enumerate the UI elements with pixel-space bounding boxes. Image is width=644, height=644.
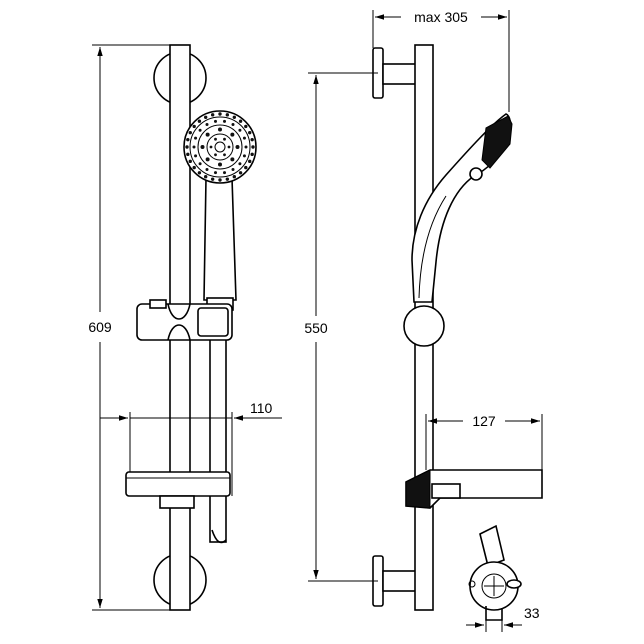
spray-nozzle <box>210 113 215 117</box>
spray-nozzle <box>213 171 217 175</box>
spray-nozzle <box>203 115 208 119</box>
spray-nozzle <box>218 112 222 116</box>
spray-nozzle <box>238 119 243 123</box>
spray-nozzle <box>203 175 208 179</box>
dimension-550: 550 <box>304 72 378 582</box>
slider-holder <box>136 299 233 341</box>
dimension-33: 33 <box>466 605 540 632</box>
spray-nozzle <box>197 119 202 123</box>
hand-shower-head <box>183 110 257 184</box>
spray-nozzle <box>213 119 217 123</box>
spray-nozzle <box>198 162 202 166</box>
spray-nozzle <box>250 137 254 142</box>
dimension-127-label: 127 <box>472 413 496 429</box>
spray-nozzle <box>210 177 215 181</box>
spray-nozzle <box>218 178 222 182</box>
spray-nozzle <box>225 177 230 181</box>
spray-nozzle <box>248 159 252 164</box>
side-bottom-wall-mount <box>372 555 420 607</box>
spray-nozzle <box>235 145 240 149</box>
dimension-609: 609 <box>88 44 190 611</box>
side-top-wall-mount <box>372 47 420 99</box>
soap-shelf <box>125 471 231 509</box>
spray-nozzle <box>205 157 210 162</box>
spray-nozzle <box>244 145 248 149</box>
spray-nozzle <box>230 157 235 162</box>
dimension-110-label: 110 <box>250 400 273 416</box>
spray-nozzle <box>251 145 255 149</box>
spray-nozzle <box>186 137 190 142</box>
spray-nozzle <box>242 154 246 158</box>
spray-nozzle <box>192 145 196 149</box>
side-holder-knob <box>403 305 445 347</box>
spray-nozzle <box>244 165 248 170</box>
spray-nozzle <box>218 127 222 132</box>
spray-nozzle <box>244 124 248 129</box>
spray-nozzle <box>250 152 254 157</box>
spray-nozzle <box>231 122 235 126</box>
dimension-127: 127 <box>425 413 543 470</box>
spray-nozzle <box>238 171 243 175</box>
hand-shower-handle <box>203 177 237 301</box>
hose-connection-detail <box>468 524 522 621</box>
spray-nozzle <box>218 162 222 167</box>
side-hand-shower <box>411 113 513 303</box>
spray-nozzle <box>231 168 235 172</box>
spray-nozzle <box>214 137 217 141</box>
front-view: 609 110 <box>88 44 282 611</box>
spray-nozzle <box>238 162 242 166</box>
spray-nozzle <box>223 119 227 123</box>
dimension-550-label: 550 <box>304 320 328 336</box>
spray-nozzle <box>192 124 196 129</box>
spray-nozzle <box>194 154 198 158</box>
spray-nozzle <box>200 145 205 149</box>
dimension-33-label: 33 <box>524 605 540 621</box>
spray-nozzle <box>238 128 242 132</box>
dimension-max-305-label: max 305 <box>414 9 468 25</box>
spray-nozzle <box>232 115 237 119</box>
dimension-max-305: max 305 <box>372 9 510 112</box>
dimension-609-label: 609 <box>88 319 112 335</box>
spray-nozzle <box>248 130 252 135</box>
spray-nozzle <box>227 145 231 149</box>
spray-nozzle <box>232 175 237 179</box>
spray-nozzle <box>209 145 213 149</box>
spray-nozzle <box>197 171 202 175</box>
spray-nozzle <box>205 122 209 126</box>
spray-nozzle <box>188 159 192 164</box>
spray-nozzle <box>205 168 209 172</box>
spray-nozzle <box>225 113 230 117</box>
spray-nozzle <box>194 136 198 140</box>
side-soap-shelf <box>405 469 543 509</box>
spray-nozzle <box>198 128 202 132</box>
spray-nozzle <box>242 136 246 140</box>
spray-nozzle <box>185 145 189 149</box>
spray-nozzle <box>230 132 235 137</box>
spray-nozzle <box>186 152 190 157</box>
dimension-110: 110 <box>100 400 282 496</box>
spray-nozzle <box>205 132 210 137</box>
spray-nozzle <box>188 130 192 135</box>
spray-nozzle <box>214 153 217 157</box>
spray-nozzle <box>192 165 196 170</box>
spray-nozzle <box>223 153 226 157</box>
spray-nozzle <box>223 171 227 175</box>
side-view: max 305 550 127 <box>304 9 543 632</box>
spray-nozzle <box>223 137 226 141</box>
